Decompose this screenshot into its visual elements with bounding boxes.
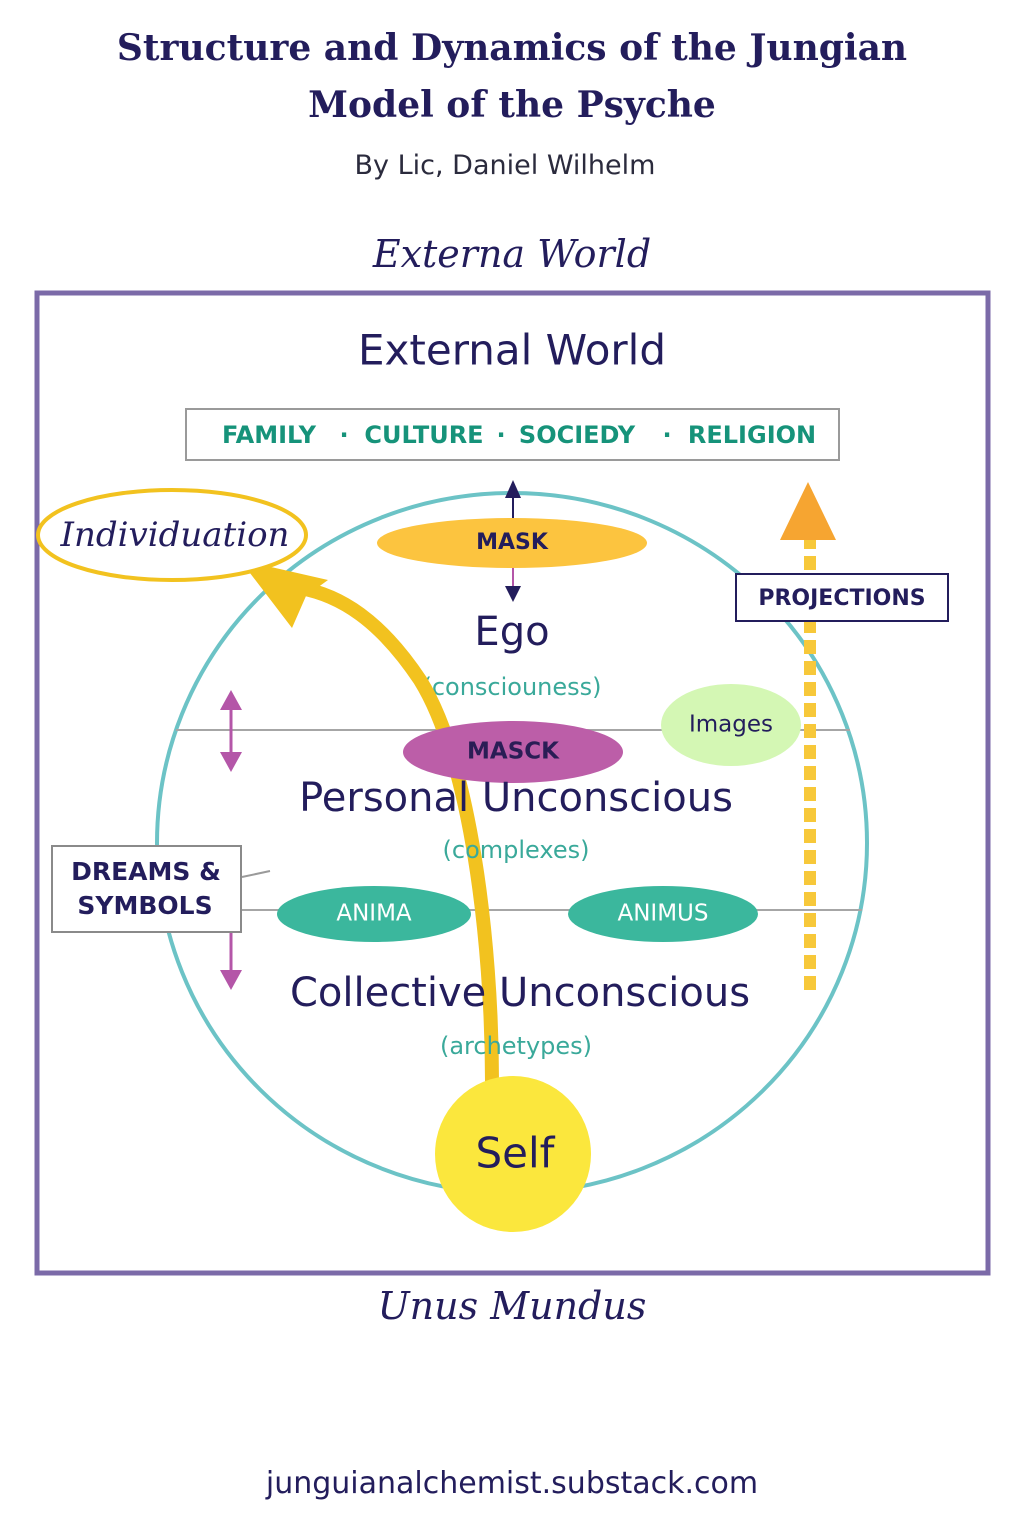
factor-separator: · (496, 421, 505, 449)
dreams-symbols-box (51, 845, 242, 933)
collective-unconscious-label: Collective Unconscious (290, 970, 750, 1016)
individuation-ellipse (36, 488, 308, 582)
personal-unconscious-sublabel: (complexes) (443, 836, 590, 864)
arrowhead-down-icon (220, 970, 242, 990)
footer-url: junguianalchemist.substack.com (265, 1466, 759, 1501)
individuation-path (293, 581, 499, 1089)
images-bubble (661, 684, 801, 766)
social-factors-box (185, 408, 840, 461)
personal-unconscious-label: Personal Unconscious (299, 775, 733, 821)
diagram-title-line2: Model of the Psyche (308, 84, 716, 126)
dreams-label: DREAMS & (71, 857, 221, 886)
arrowhead-down-icon (220, 752, 242, 772)
outer-bottom-label: Unus Mundus (377, 1284, 647, 1328)
self-label: Self (476, 1129, 556, 1178)
mask-ellipse (377, 518, 647, 568)
factor-family: FAMILY (222, 421, 317, 449)
factor-culture: CULTURE (364, 421, 483, 449)
external-world-heading: External World (358, 326, 666, 375)
anima-ellipse (277, 886, 471, 942)
factor-separator: · (662, 421, 671, 449)
self-circle (435, 1076, 591, 1232)
animus-label: ANIMUS (617, 901, 708, 927)
factor-society: SOCIEDY (519, 421, 636, 449)
symbols-label: SYMBOLS (77, 891, 212, 920)
projections-label: PROJECTIONS (758, 586, 925, 611)
byline: By Lic, Daniel Wilhelm (354, 150, 656, 181)
diagram-title-line1: Structure and Dynamics of the Jungian (116, 27, 908, 69)
anima-label: ANIMA (336, 901, 412, 927)
individuation-label: Individuation (60, 515, 290, 555)
arrowhead-up-icon (220, 690, 242, 710)
arrowhead-down-icon (505, 586, 521, 602)
dreams-connector-line (241, 870, 271, 878)
mask-label: MASK (476, 530, 549, 555)
ego-sublabel: (consciouness) (422, 673, 601, 701)
individuation-arrowhead-icon (240, 560, 328, 628)
masck-label: MASCK (467, 739, 560, 765)
factor-separator: · (339, 421, 348, 449)
outer-top-label: Externa World (372, 232, 652, 276)
animus-ellipse (568, 886, 758, 942)
images-label: Images (689, 712, 773, 738)
masck-ellipse (403, 721, 623, 783)
factor-religion: RELIGION (688, 421, 816, 449)
projections-arrowhead-icon (780, 482, 836, 540)
collective-unconscious-sublabel: (archetypes) (440, 1032, 592, 1060)
arrowhead-up-icon (505, 480, 521, 498)
outer-frame (34, 290, 991, 1276)
ego-label: Ego (474, 609, 549, 655)
projections-box (735, 573, 949, 622)
